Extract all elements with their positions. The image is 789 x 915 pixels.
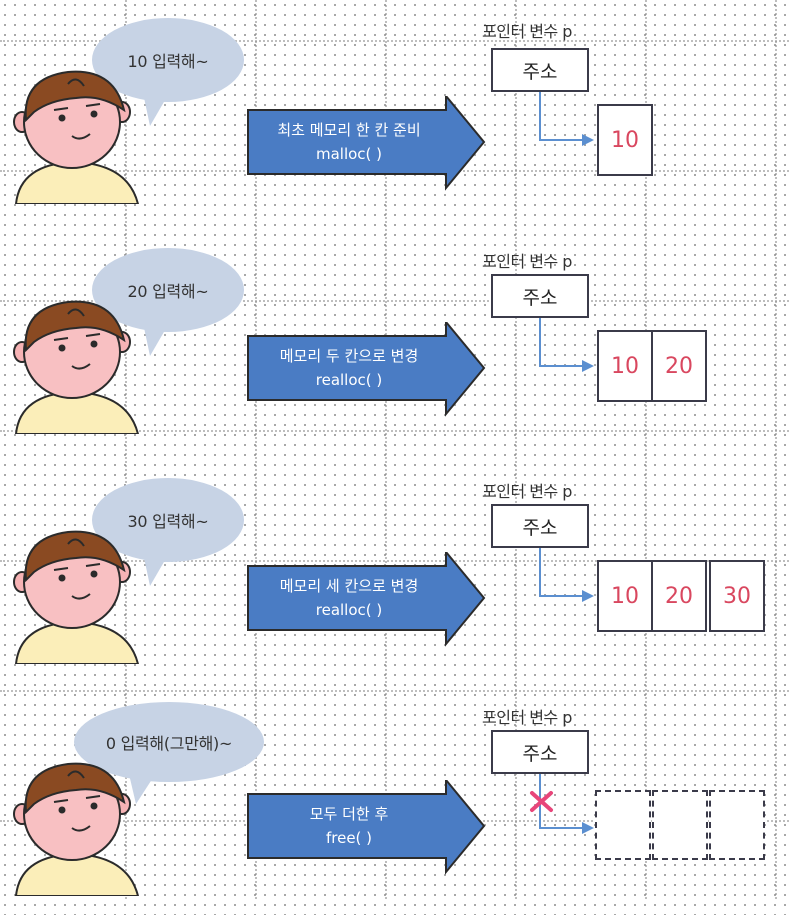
cross-mark-icon <box>530 791 553 812</box>
speech-text: 10 입력해~ <box>127 52 209 71</box>
speech-bubble-tail <box>142 88 172 126</box>
cell-value: 10 <box>611 127 639 153</box>
boy-character-icon <box>13 530 140 664</box>
step-1: 10 입력해~ 최초 메모리 한 칸 준비 malloc( ) 포인터 변수 p… <box>0 0 789 225</box>
action-text: 메모리 두 칸으로 변경 <box>279 347 419 365</box>
pointer-arrow <box>539 548 594 602</box>
action-text: 최초 메모리 한 칸 준비 <box>277 121 421 139</box>
freed-memory-cell <box>709 790 765 860</box>
function-text: free( ) <box>325 829 373 847</box>
memory-cell: 10 <box>597 560 653 632</box>
function-text: realloc( ) <box>315 601 383 619</box>
boy-character-icon <box>13 762 140 896</box>
function-text: realloc( ) <box>315 371 383 389</box>
address-text: 주소 <box>522 516 558 539</box>
function-text: malloc( ) <box>315 145 383 163</box>
speech-text: 0 입력해(그만해)~ <box>105 734 233 753</box>
speech-bubble-tail <box>142 548 172 586</box>
action-text: 메모리 세 칸으로 변경 <box>279 577 419 595</box>
step-4: 0 입력해(그만해)~ 모두 더한 후 free( ) 포인터 변수 p 주소 <box>0 690 789 915</box>
memory-cell: 30 <box>709 560 765 632</box>
freed-memory-cell <box>595 790 651 860</box>
address-box: 주소 <box>491 274 589 318</box>
boy-character-icon <box>13 300 140 434</box>
pointer-variable-label: 포인터 변수 p <box>482 252 572 271</box>
pointer-arrow <box>539 92 594 146</box>
cell-value: 10 <box>611 353 639 379</box>
action-text: 모두 더한 후 <box>309 805 389 823</box>
step-2: 20 입력해~ 메모리 두 칸으로 변경 realloc( ) 포인터 변수 p… <box>0 230 789 455</box>
speech-text: 20 입력해~ <box>127 282 209 301</box>
memory-cell: 20 <box>651 560 707 632</box>
pointer-arrow <box>539 774 594 834</box>
cell-value: 20 <box>665 353 693 379</box>
memory-cell: 10 <box>597 104 653 176</box>
cell-value: 30 <box>723 583 751 609</box>
address-box: 주소 <box>491 730 589 774</box>
address-text: 주소 <box>522 742 558 765</box>
pointer-arrow <box>539 318 594 372</box>
memory-cell: 20 <box>651 330 707 402</box>
speech-bubble-tail <box>142 318 172 356</box>
speech-text: 30 입력해~ <box>127 512 209 531</box>
cell-value: 10 <box>611 583 639 609</box>
memory-cell: 10 <box>597 330 653 402</box>
pointer-variable-label: 포인터 변수 p <box>482 708 572 727</box>
cell-value: 20 <box>665 583 693 609</box>
address-box: 주소 <box>491 504 589 548</box>
speech-bubble: 0 입력해(그만해)~ <box>74 702 264 782</box>
pointer-variable-label: 포인터 변수 p <box>482 482 572 501</box>
speech-bubble-tail <box>128 770 158 804</box>
pointer-variable-label: 포인터 변수 p <box>482 22 572 41</box>
freed-memory-cell <box>652 790 708 860</box>
address-text: 주소 <box>522 60 558 83</box>
boy-character-icon <box>13 70 140 204</box>
step-3: 30 입력해~ 메모리 세 칸으로 변경 realloc( ) 포인터 변수 p… <box>0 460 789 685</box>
address-box: 주소 <box>491 48 589 92</box>
address-text: 주소 <box>522 286 558 309</box>
